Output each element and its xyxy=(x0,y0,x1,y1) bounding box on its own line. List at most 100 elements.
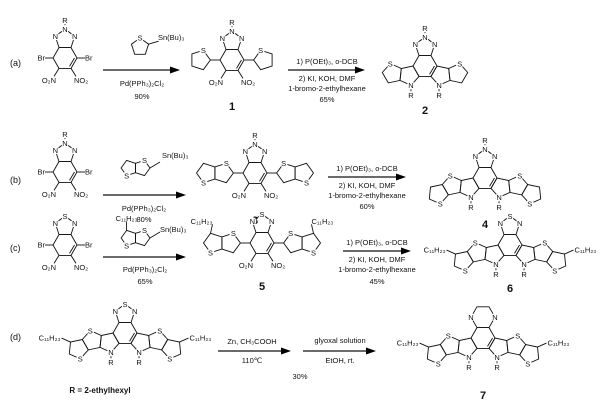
atom-label-s: S xyxy=(457,59,462,68)
atom-label-n: N xyxy=(468,193,473,202)
atom-label-alkyl: C₁₁H₂₃ xyxy=(424,246,446,255)
atom-label-s: S xyxy=(525,360,530,369)
atom-label-bg xyxy=(111,307,120,316)
row-label-d: (d) xyxy=(10,332,21,342)
atom-label-bg xyxy=(520,270,529,279)
catalyst-a: Pd(PPh₃)₂Cl₂ xyxy=(120,79,164,88)
atom-label-s: S xyxy=(142,156,147,165)
ring xyxy=(52,161,78,183)
atom-label-bg xyxy=(258,210,266,219)
bond xyxy=(148,40,159,45)
atom-label-bg xyxy=(386,59,395,68)
bond xyxy=(70,182,77,191)
bond xyxy=(489,177,495,187)
atom-label-n: N xyxy=(269,217,274,226)
atom-label-n: N xyxy=(466,353,471,362)
compound-number-7: 7 xyxy=(480,390,486,402)
atom-label-r: R xyxy=(62,130,68,139)
atom-label-bg xyxy=(76,354,85,363)
atom-label-bg xyxy=(466,193,475,202)
atom-label-r: R xyxy=(482,136,488,145)
atom-label-s: S xyxy=(124,171,129,180)
ring xyxy=(130,37,150,55)
row-label-a: (a) xyxy=(10,58,21,68)
thienothiophene-stannane: SS xyxy=(120,156,161,180)
atom-label-bg xyxy=(406,81,415,90)
bond xyxy=(311,224,314,234)
row-label-c: (c) xyxy=(10,243,21,253)
bond xyxy=(53,68,60,77)
atom-label-no2: NO₂ xyxy=(74,190,88,199)
atom-label-bg xyxy=(491,260,500,269)
bond xyxy=(243,183,250,192)
atom-label-bg xyxy=(70,146,79,155)
atom-label-s: S xyxy=(388,59,393,68)
atom-label-br: Br xyxy=(85,168,93,177)
bond xyxy=(259,172,265,182)
atom-label-o2n: O₂N xyxy=(232,191,246,200)
atom-label-alkyl: C₁₁H₂₃ xyxy=(574,246,596,255)
atom-label-alkyl: C₁₁H₂₃ xyxy=(311,217,333,226)
atom-label-bg xyxy=(140,156,149,165)
yield-d: 30% xyxy=(292,372,307,381)
ring xyxy=(112,322,138,344)
atom-label-br: Br xyxy=(38,241,46,250)
bond xyxy=(70,68,77,77)
atom-label-s: S xyxy=(281,159,286,168)
atom-label-r: R xyxy=(136,358,142,367)
arrow-head-icon xyxy=(176,191,186,199)
atom-label-bg xyxy=(435,81,444,90)
atom-label-bg xyxy=(540,238,549,247)
atom-label-n: N xyxy=(482,145,487,154)
atom-label-r: R xyxy=(466,363,472,372)
condition-b-3: 1-bromo-2-ethylhexane xyxy=(328,191,406,200)
atom-label-s: S xyxy=(78,355,83,364)
arrow-head-icon xyxy=(401,247,411,255)
ring xyxy=(52,47,78,69)
atom-label-s: S xyxy=(224,159,229,168)
atom-label-alkyl: C₁₁H₂₃ xyxy=(116,214,138,223)
atom-label-bg xyxy=(515,219,524,228)
atom-label-br: Br xyxy=(85,54,93,63)
atom-label-no2: NO₂ xyxy=(271,261,285,270)
atom-label-s: S xyxy=(137,34,142,43)
bond xyxy=(564,249,574,255)
atom-label-bg xyxy=(248,217,257,226)
atom-label-r: R xyxy=(494,363,500,372)
atom-label-n: N xyxy=(136,348,141,357)
atom-label-n: N xyxy=(436,81,441,90)
atom-label-bg xyxy=(121,300,129,309)
atom-label-bg xyxy=(140,226,149,235)
catalyst-c: Pd(PPh₃)₂Cl₂ xyxy=(123,265,167,274)
atom-label-bg xyxy=(411,40,420,49)
yield-c1: 65% xyxy=(137,277,152,286)
atom-label-n: N xyxy=(53,219,58,228)
atom-label-bg xyxy=(466,203,475,212)
atom-label-bg xyxy=(130,307,139,316)
atom-label-s: S xyxy=(288,229,293,238)
atom-label-r: R xyxy=(493,270,499,279)
atom-label-bg xyxy=(302,178,311,187)
atom-label-r: R xyxy=(252,131,258,140)
atom-label-n: N xyxy=(413,40,418,49)
bond xyxy=(267,253,274,262)
bond xyxy=(129,332,135,342)
compound-number-4: 4 xyxy=(482,219,489,231)
atom-label-bg xyxy=(421,24,429,33)
atom-label-n: N xyxy=(62,139,67,148)
bond xyxy=(149,231,161,239)
atom-label-n: N xyxy=(72,32,77,41)
arrow-head-icon xyxy=(396,173,406,181)
ring xyxy=(249,232,275,254)
atom-label-bg xyxy=(51,32,60,41)
atom-label-s: S xyxy=(124,241,129,250)
atom-label-n: N xyxy=(494,353,499,362)
atom-label-bg xyxy=(260,147,269,156)
atom-label-bg xyxy=(251,131,259,140)
atom-label-n: N xyxy=(492,152,497,161)
atom-label-bg xyxy=(199,46,208,55)
